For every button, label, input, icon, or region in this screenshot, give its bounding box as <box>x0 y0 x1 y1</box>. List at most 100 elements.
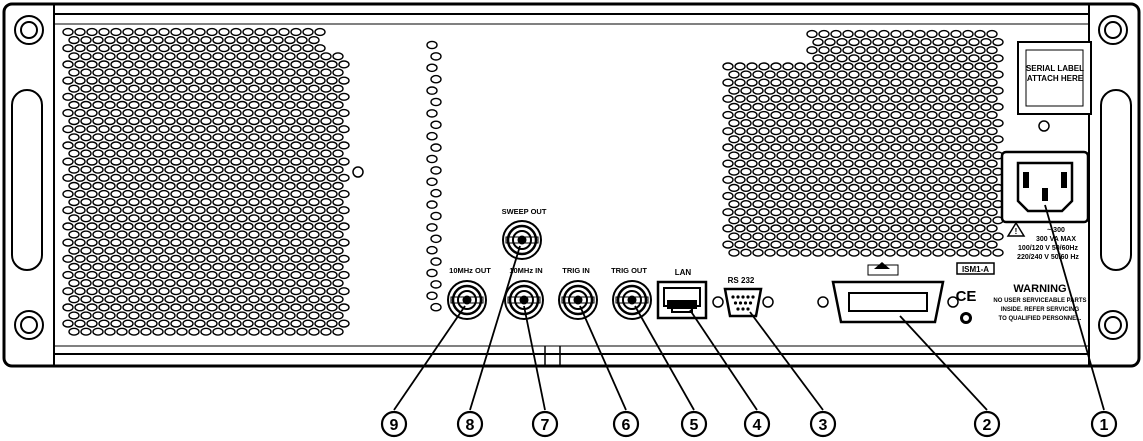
vent-hole <box>176 181 188 191</box>
vent-hole <box>272 116 284 126</box>
left-vent-grille <box>62 27 350 336</box>
vent-hole <box>194 27 206 37</box>
vent-hole <box>134 125 146 134</box>
vent-hole <box>800 232 812 241</box>
vent-hole <box>98 287 110 296</box>
vent-hole <box>920 248 932 257</box>
trig-out-bnc[interactable] <box>612 280 652 320</box>
rs232-connector[interactable]: RS 232 <box>712 276 774 318</box>
vent-hole <box>182 303 194 312</box>
vent-hole <box>188 279 200 288</box>
vent-hole <box>158 189 170 199</box>
vent-hole <box>284 279 296 288</box>
ac-power-inlet[interactable] <box>1000 150 1090 224</box>
vent-hole <box>242 27 254 37</box>
vent-hole <box>812 135 824 144</box>
vent-hole <box>830 240 842 249</box>
vent-hole <box>974 94 986 103</box>
vent-hole <box>236 165 248 174</box>
vent-hole <box>914 62 926 71</box>
vent-hole <box>776 86 788 95</box>
trig-in-bnc[interactable] <box>558 280 598 320</box>
vent-hole <box>68 116 80 126</box>
vent-hole <box>314 44 326 53</box>
vent-hole <box>128 311 140 320</box>
lan-port[interactable]: LAN <box>656 268 708 320</box>
vent-hole <box>332 116 344 126</box>
vent-hole <box>266 76 278 85</box>
vent-hole <box>128 84 140 93</box>
vent-hole <box>212 35 224 45</box>
vent-hole <box>296 181 308 191</box>
vent-hole <box>764 70 776 79</box>
vent-hole <box>86 108 98 118</box>
vent-hole <box>950 78 962 87</box>
vent-hole <box>296 262 308 272</box>
gpib-connector[interactable] <box>817 262 959 324</box>
vent-hole <box>806 46 818 55</box>
vent-hole <box>290 173 302 182</box>
vent-hole <box>326 76 338 85</box>
vent-hole <box>152 181 164 191</box>
sweep-out-bnc[interactable] <box>502 220 542 260</box>
vent-hole <box>764 86 776 95</box>
vent-hole <box>812 70 824 79</box>
vent-hole <box>740 151 752 160</box>
vent-hole <box>266 44 278 53</box>
vent-hole <box>230 173 242 182</box>
svg-text:4: 4 <box>753 417 762 434</box>
vent-hole <box>764 118 776 128</box>
vent-hole <box>182 254 194 263</box>
vent-hole <box>914 143 926 152</box>
vent-hole <box>740 232 752 241</box>
vent-hole <box>188 35 200 45</box>
vent-hole <box>254 157 266 166</box>
ten-mhz-out-bnc[interactable] <box>447 280 487 320</box>
vent-hole <box>212 100 224 110</box>
callout-6: 6 <box>612 410 640 438</box>
vent-hole <box>830 29 842 39</box>
vent-hole <box>290 76 302 85</box>
vent-hole <box>314 92 326 101</box>
vent-hole <box>86 238 98 247</box>
vent-hole <box>218 157 230 166</box>
vent-hole <box>206 319 218 328</box>
vent-hole <box>62 76 74 85</box>
vent-hole <box>890 46 902 55</box>
vent-hole <box>782 143 794 152</box>
vent-hole <box>926 46 938 55</box>
vent-hole <box>194 319 206 328</box>
vent-hole <box>962 46 974 55</box>
vent-hole <box>230 287 242 296</box>
vent-hole <box>152 198 164 207</box>
vent-hole <box>974 240 986 249</box>
vent-hole <box>836 216 848 225</box>
vent-hole <box>722 208 734 217</box>
vent-hole <box>308 35 320 45</box>
vent-hole <box>308 311 320 320</box>
vent-hole <box>68 35 80 45</box>
vent-hole <box>146 238 158 247</box>
vent-hole <box>824 248 836 257</box>
vent-hole <box>98 92 110 101</box>
power-text-line4: 220/240 V 50/60 Hz <box>1017 254 1079 261</box>
ten-mhz-in-bnc[interactable] <box>504 280 544 320</box>
vent-hole <box>962 175 974 184</box>
callout-5: 5 <box>680 410 708 438</box>
vent-hole <box>794 94 806 103</box>
vent-hole <box>314 254 326 263</box>
vent-hole <box>260 52 272 61</box>
vent-hole <box>722 191 734 201</box>
vent-hole <box>266 125 278 134</box>
vent-hole <box>242 238 254 247</box>
vent-hole <box>812 118 824 128</box>
svg-text:2: 2 <box>983 417 992 434</box>
vent-hole <box>278 108 290 118</box>
vent-hole <box>944 232 956 241</box>
vent-hole <box>92 100 104 110</box>
vent-hole <box>770 159 782 168</box>
vent-hole <box>116 100 128 110</box>
vent-hole <box>872 183 884 193</box>
vent-hole <box>326 254 338 263</box>
vent-hole <box>122 60 134 69</box>
